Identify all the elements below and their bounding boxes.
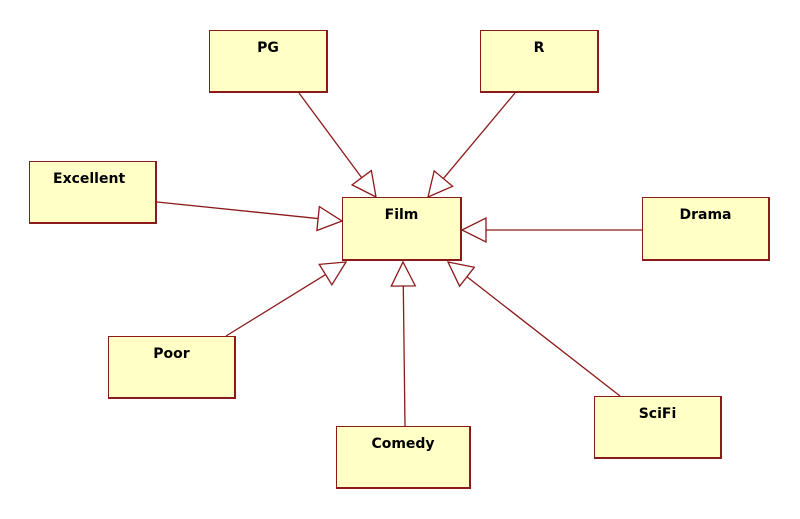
- class-label-comedy: Comedy: [371, 436, 435, 452]
- class-label-excellent: Excellent: [53, 171, 126, 187]
- class-label-film: Film: [384, 207, 419, 223]
- generalization-arrowhead-r: [427, 169, 454, 199]
- generalization-line-comedy[interactable]: [402, 285, 406, 427]
- generalization-arrowhead-drama: [460, 216, 487, 244]
- generalization-arrowhead-poor: [318, 261, 348, 287]
- class-box-drama[interactable]: Drama: [642, 197, 770, 261]
- class-box-pg[interactable]: PG: [209, 30, 328, 93]
- class-label-scifi: SciFi: [638, 406, 677, 422]
- class-box-r[interactable]: R: [480, 30, 599, 93]
- generalization-line-pg[interactable]: [298, 92, 363, 179]
- generalization-arrowhead-comedy: [390, 260, 417, 287]
- class-box-excellent[interactable]: Excellent: [29, 161, 157, 224]
- class-label-pg: PG: [257, 40, 279, 56]
- class-label-poor: Poor: [153, 346, 190, 362]
- generalization-line-poor[interactable]: [225, 274, 326, 337]
- class-box-comedy[interactable]: Comedy: [336, 426, 471, 489]
- generalization-arrowhead-pg: [350, 169, 377, 199]
- generalization-line-scifi[interactable]: [466, 276, 621, 397]
- class-label-drama: Drama: [679, 207, 732, 223]
- class-box-scifi[interactable]: SciFi: [594, 396, 722, 459]
- class-box-film[interactable]: Film: [342, 197, 462, 261]
- generalization-line-excellent[interactable]: [156, 201, 319, 220]
- generalization-line-r[interactable]: [442, 92, 516, 180]
- generalization-arrowhead-scifi: [446, 261, 476, 288]
- generalization-arrowhead-excellent: [316, 205, 344, 232]
- class-label-r: R: [533, 40, 545, 56]
- class-box-poor[interactable]: Poor: [108, 336, 236, 399]
